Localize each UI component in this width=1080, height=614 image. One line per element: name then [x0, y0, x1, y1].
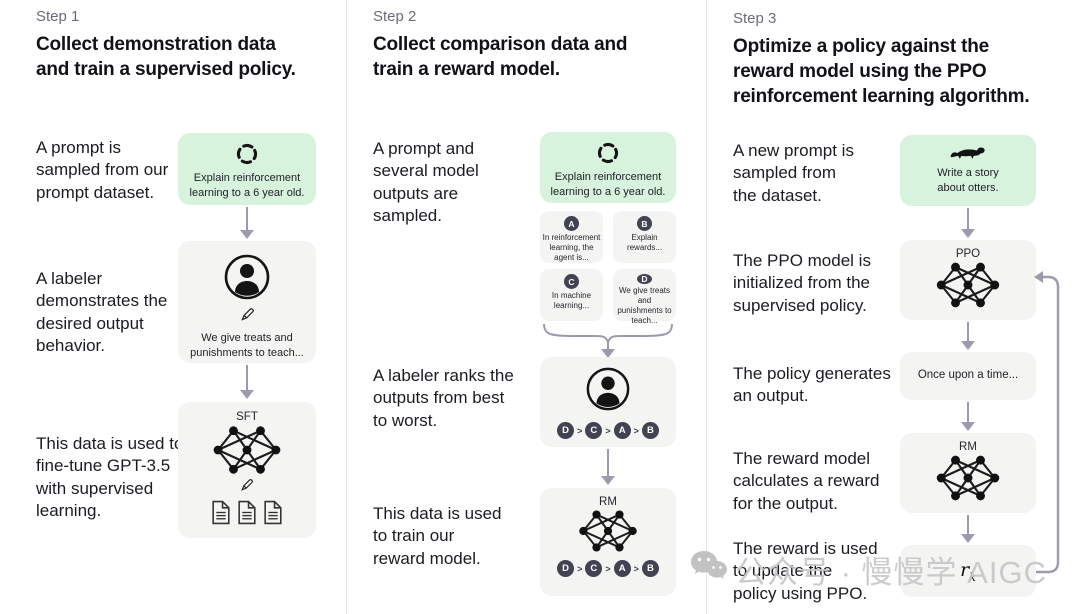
- step1-prompt-text: Explain reinforcement learning to a 6 ye…: [189, 172, 305, 199]
- step2-labeler-box: D > C > A > B: [540, 357, 676, 447]
- rm-label: RM: [599, 496, 617, 508]
- column-divider: [706, 0, 707, 614]
- output-c-text: In machine learning...: [551, 291, 592, 310]
- greater-than: >: [633, 563, 639, 574]
- column-divider: [346, 0, 347, 614]
- step3-caption-reward: The reward model calculates a reward for…: [733, 449, 880, 513]
- step2-prompt-text: Explain reinforcement learning to a 6 ye…: [550, 171, 666, 198]
- rank-badge: B: [641, 422, 659, 439]
- output-card-d: D We give treats and punishments to teac…: [613, 269, 676, 325]
- greater-than: >: [605, 425, 611, 436]
- step3-ppo-box: PPO: [900, 240, 1036, 320]
- greater-than: >: [577, 563, 583, 574]
- feedback-loop-arrow-icon: [1032, 266, 1076, 587]
- greater-than: >: [577, 425, 583, 436]
- step3-output-box: Once upon a time...: [900, 352, 1036, 400]
- rank-badge: C: [585, 422, 603, 439]
- arrow-down-icon: [240, 365, 254, 399]
- sampling-icon: [235, 142, 259, 171]
- ppo-label: PPO: [955, 248, 981, 260]
- rank-badge: B: [641, 560, 659, 577]
- step2-caption-prompt: A prompt and several model outputs are s…: [373, 139, 479, 226]
- step3-caption-init: The PPO model is initialized from the su…: [733, 251, 871, 315]
- step1-labeler-text: We give treats and punishments to teach.…: [190, 332, 304, 359]
- step1-caption-prompt: A prompt is sampled from our prompt data…: [36, 138, 169, 202]
- step2-prompt-box: Explain reinforcement learning to a 6 ye…: [540, 132, 676, 203]
- pencil-icon: [239, 306, 256, 327]
- rm-label: RM: [959, 441, 977, 453]
- step2-label: Step 2: [373, 8, 417, 25]
- sft-label: SFT: [236, 411, 258, 423]
- badge-b: B: [637, 216, 652, 231]
- step3-reward-box: rk: [900, 545, 1036, 597]
- step1-sft-box: SFT: [178, 402, 316, 538]
- arrow-down-icon: [961, 208, 975, 238]
- arrow-down-icon: [240, 207, 254, 239]
- badge-c: C: [564, 274, 579, 289]
- output-card-c: C In machine learning...: [540, 269, 603, 321]
- step3-caption-update: The reward is used to update the policy …: [733, 539, 878, 603]
- output-card-a: A In reinforcement learning, the agent i…: [540, 211, 603, 263]
- greater-than: >: [633, 425, 639, 436]
- rank-badge: A: [613, 560, 631, 577]
- labeler-person-icon: [223, 253, 271, 306]
- arrow-down-icon: [961, 402, 975, 431]
- merge-brace-arrow-icon: [540, 323, 676, 364]
- rank-badge: D: [557, 422, 575, 439]
- neural-network-icon: [208, 423, 286, 477]
- output-a-text: In reinforcement learning, the agent is.…: [542, 233, 601, 262]
- badge-a: A: [564, 216, 579, 231]
- arrow-down-icon: [961, 322, 975, 350]
- step1-label: Step 1: [36, 8, 80, 25]
- step3-title: Optimize a policy against the reward mod…: [733, 36, 1030, 108]
- ranking-row: D > C > A > B: [557, 422, 659, 439]
- pencil-icon: [239, 477, 255, 497]
- step3-prompt-box: Write a story about otters.: [900, 135, 1036, 206]
- arrow-down-icon: [601, 449, 615, 485]
- ranking-row: D > C > A > B: [557, 560, 659, 577]
- neural-network-icon: [934, 260, 1002, 310]
- step3-prompt-text: Write a story about otters.: [937, 167, 999, 194]
- step2-caption-train: This data is used to train our reward mo…: [373, 504, 502, 568]
- output-d-text: We give treats and punishments to teach.…: [617, 286, 672, 325]
- documents-icon: [211, 500, 284, 525]
- rank-badge: D: [557, 560, 575, 577]
- arrow-down-icon: [961, 515, 975, 543]
- neural-network-icon: [575, 508, 641, 554]
- wechat-icon: [690, 549, 728, 591]
- step2-title: Collect comparison data and train a rewa…: [373, 34, 628, 81]
- step3-caption-prompt: A new prompt is sampled from the dataset…: [733, 141, 854, 205]
- greater-than: >: [605, 563, 611, 574]
- step2-caption-rank: A labeler ranks the outputs from best to…: [373, 366, 514, 430]
- step3-caption-output: The policy generates an output.: [733, 364, 891, 406]
- rank-badge: C: [585, 560, 603, 577]
- step3-rm-box: RM: [900, 433, 1036, 513]
- step3-output-text: Once upon a time...: [917, 369, 1019, 382]
- step1-title: Collect demonstration data and train a s…: [36, 34, 296, 81]
- otter-icon: [950, 145, 986, 166]
- step3-label: Step 3: [733, 10, 777, 27]
- output-card-b: B Explain rewards...: [613, 211, 676, 263]
- step1-labeler-box: We give treats and punishments to teach.…: [178, 241, 316, 363]
- sampling-icon: [596, 141, 620, 170]
- step1-caption-finetune: This data is used to fine-tune GPT-3.5 w…: [36, 434, 184, 521]
- step2-rm-box: RM D > C > A: [540, 488, 676, 596]
- output-b-text: Explain rewards...: [626, 233, 663, 252]
- badge-d: D: [637, 274, 652, 284]
- reward-value: rk: [960, 558, 976, 584]
- labeler-person-icon: [585, 366, 631, 417]
- step1-prompt-box: Explain reinforcement learning to a 6 ye…: [178, 133, 316, 205]
- neural-network-icon: [934, 453, 1002, 503]
- rank-badge: A: [613, 422, 631, 439]
- step1-caption-labeler: A labeler demonstrates the desired outpu…: [36, 269, 168, 356]
